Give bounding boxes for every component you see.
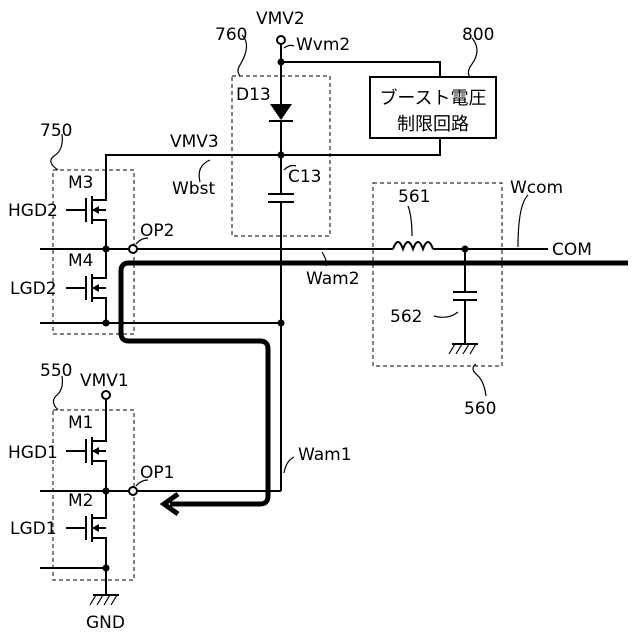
ground-symbol	[90, 595, 119, 605]
transistor-m1	[66, 426, 106, 491]
com-bus-wire	[137, 246, 548, 253]
label-op2: OP2	[140, 221, 174, 241]
label-com: COM	[552, 240, 592, 260]
label-wam2: Wam2	[306, 269, 360, 289]
label-c13: C13	[288, 167, 322, 187]
label-m4: M4	[68, 251, 93, 271]
label-lgd2: LGD2	[10, 279, 57, 299]
capacitor-c13	[268, 194, 294, 491]
label-vmv2: VMV2	[256, 9, 305, 29]
label-760: 760	[215, 25, 247, 45]
vmv2-supply-wire	[277, 36, 285, 104]
label-562: 562	[390, 307, 422, 327]
label-m2: M2	[68, 491, 93, 511]
label-op1: OP1	[140, 463, 174, 483]
label-550: 550	[40, 361, 72, 381]
label-wam1: Wam1	[298, 445, 352, 465]
inductor-561	[393, 242, 433, 249]
label-vmv3: VMV3	[170, 132, 219, 152]
block-550-outline	[53, 410, 134, 580]
current-path-arrow	[121, 263, 628, 504]
label-wvm2: Wvm2	[296, 35, 350, 55]
block-560-outline	[373, 183, 502, 366]
label-d13: D13	[236, 85, 271, 105]
label-m1: M1	[68, 413, 93, 433]
label-vmv1: VMV1	[80, 371, 129, 391]
label-800: 800	[462, 25, 494, 45]
label-hgd1: HGD1	[8, 443, 58, 463]
label-hgd2: HGD2	[8, 201, 58, 221]
label-gnd: GND	[86, 613, 125, 633]
label-m3: M3	[68, 173, 93, 193]
label-boost-line1: ブースト電圧	[379, 87, 486, 109]
label-750: 750	[40, 121, 72, 141]
label-boost-line2: 制限回路	[397, 114, 469, 135]
label-lgd1: LGD1	[10, 519, 57, 539]
label-wbst: Wbst	[172, 179, 215, 199]
label-wcom: Wcom	[510, 178, 563, 198]
transistor-m3	[66, 186, 106, 249]
label-561: 561	[398, 187, 430, 207]
label-560: 560	[464, 399, 496, 419]
